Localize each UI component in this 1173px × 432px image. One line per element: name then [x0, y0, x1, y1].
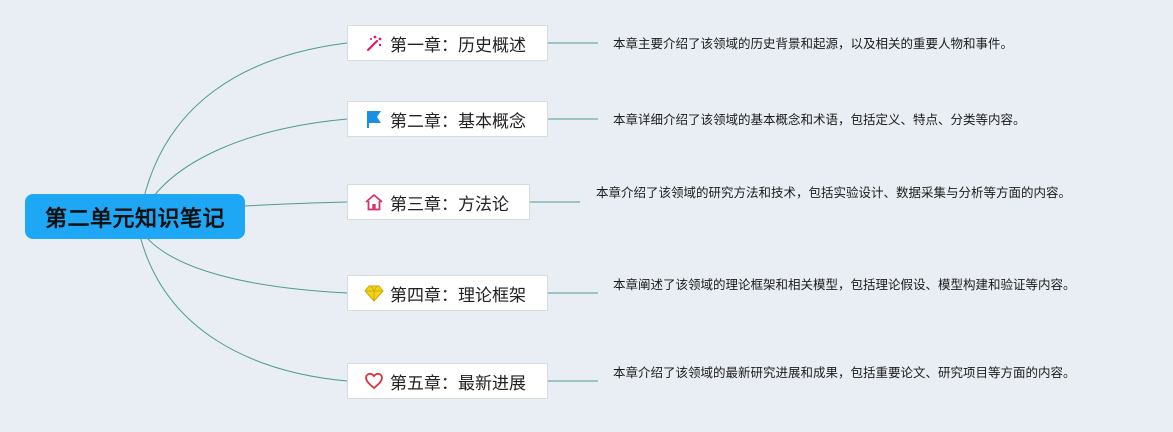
- branch-line-3: [244, 201, 348, 207]
- root-topic-title: 第二单元知识笔记: [44, 206, 225, 232]
- chapter-node-3[interactable]: 第三章：方法论: [347, 184, 530, 220]
- magic-wand-icon: [364, 33, 384, 53]
- chapter-node-1[interactable]: 第一章：历史概述: [347, 25, 548, 61]
- chapter-description-3: 本章介绍了该领域的研究方法和技术，包括实验设计、数据采集与分析等方面的内容。: [596, 185, 1072, 200]
- branch-line-4: [141, 231, 348, 294]
- chapter-description-5: 本章介绍了该领域的最新研究进展和成果，包括重要论文、研究项目等方面的内容。: [613, 365, 1076, 380]
- chapter-node-2[interactable]: 第二章：基本概念: [347, 101, 548, 137]
- branch-line-1: [139, 42, 348, 217]
- chapter-label-1: 第一章：历史概述: [390, 35, 526, 56]
- chapter-description-4: 本章阐述了该领域的理论框架和相关模型，包括理论假设、模型构建和验证等内容。: [613, 277, 1076, 292]
- chapter-node-4[interactable]: 第四章：理论框架: [347, 275, 548, 311]
- root-topic[interactable]: 第二单元知识笔记: [25, 194, 245, 239]
- chapter-node-5[interactable]: 第五章：最新进展: [347, 363, 548, 399]
- heart-icon: [364, 371, 384, 391]
- chapter-label-2: 第二章：基本概念: [390, 111, 526, 132]
- chapter-label-3: 第三章：方法论: [390, 194, 509, 215]
- flag-icon: [364, 109, 384, 129]
- branch-line-5: [139, 235, 348, 382]
- chapter-label-4: 第四章：理论框架: [390, 285, 526, 306]
- chapter-label-5: 第五章：最新进展: [390, 373, 526, 394]
- chapter-description-2: 本章详细介绍了该领域的基本概念和术语，包括定义、特点、分类等内容。: [613, 112, 1026, 127]
- diamond-icon: [364, 283, 384, 303]
- home-icon: [364, 192, 384, 212]
- chapter-description-1: 本章主要介绍了该领域的历史背景和起源，以及相关的重要人物和事件。: [613, 36, 1014, 51]
